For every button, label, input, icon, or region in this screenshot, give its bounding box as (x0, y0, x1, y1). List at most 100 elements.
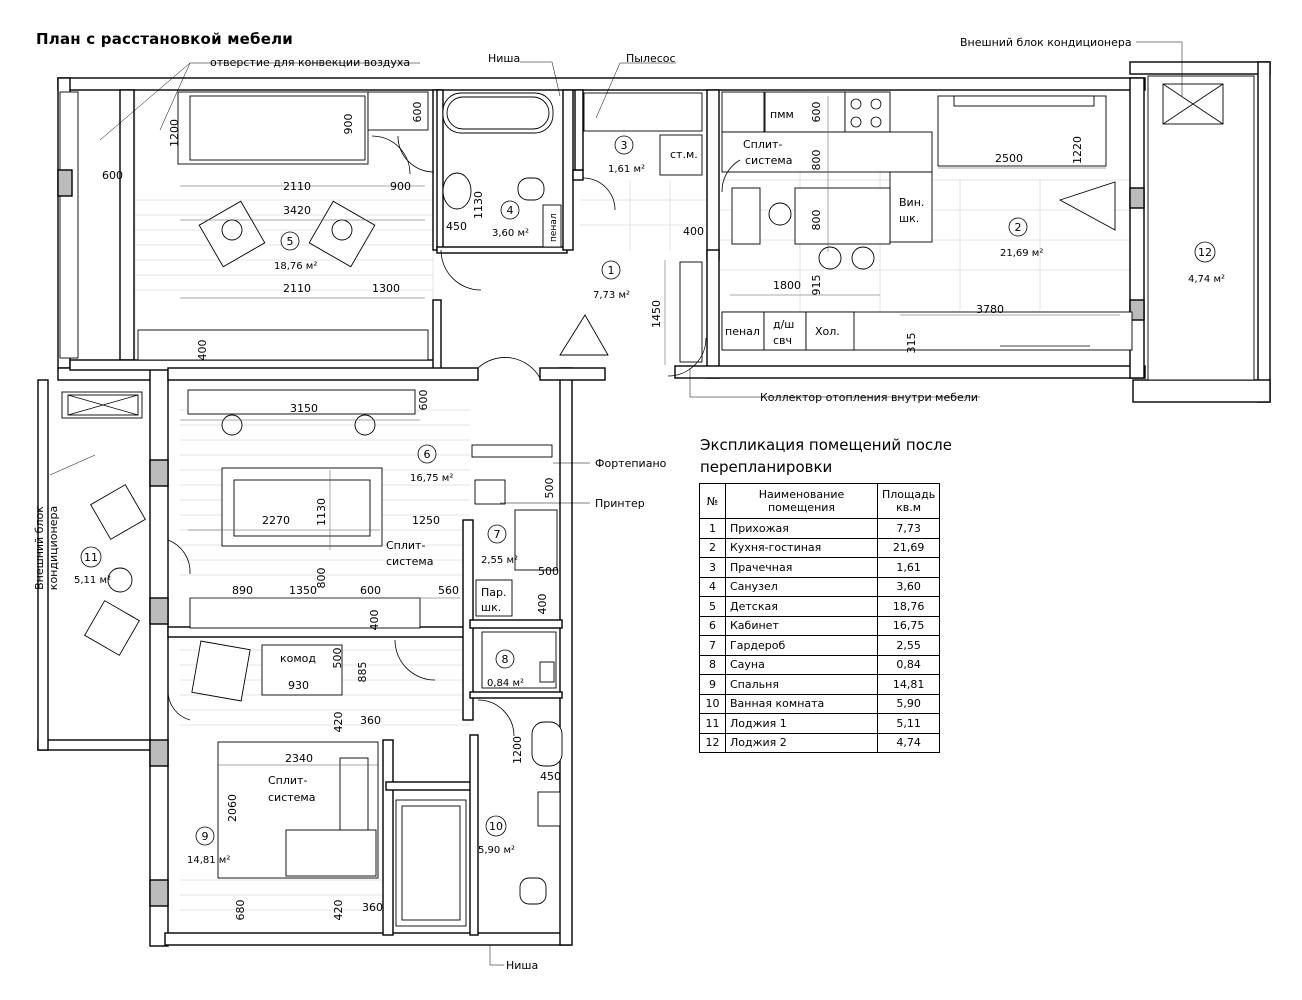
room-number: 8 (502, 653, 509, 666)
niche-bottom-callout: Ниша (506, 959, 538, 972)
dim-600e: 600 (360, 584, 381, 597)
dim-2340: 2340 (285, 752, 313, 765)
room-tag-5: 5 18,76 м² (274, 231, 317, 272)
row-area: 21,69 (876, 537, 941, 558)
room-number: 9 (202, 830, 209, 843)
room-tags: 1 7,73 м² 2 21,69 м² 3 1,61 м² 4 3,60 м²… (74, 135, 1225, 866)
room-tag-6: 6 16,75 м² (410, 444, 453, 484)
wine-cabinet-label-1: Вин. (899, 196, 924, 209)
room-tag-9: 9 14,81 м² (187, 826, 230, 866)
furniture (61, 83, 1224, 927)
dishwasher-label: пмм (770, 108, 794, 121)
row-name: Лоджия 1 (725, 713, 878, 734)
room-tag-7: 7 2,55 м² (481, 524, 518, 566)
dim-885: 885 (356, 662, 369, 683)
split-system-kitchen-label-2: система (745, 154, 792, 167)
dresser-label: комод (280, 652, 316, 665)
dim-600a: 600 (411, 102, 424, 123)
explication-title: Экспликация помещений после перепланиров… (700, 434, 960, 478)
row-num: 3 (699, 557, 726, 578)
row-num: 7 (699, 635, 726, 656)
room-tag-8: 8 0,84 м² (487, 649, 524, 689)
room-area: 1,61 м² (608, 164, 645, 175)
dim-1450: 1450 (650, 300, 663, 328)
room-area: 21,69 м² (1000, 248, 1043, 259)
room-tag-3: 3 1,61 м² (608, 135, 645, 175)
wine-cabinet-label-2: шк. (899, 212, 919, 225)
room-area: 5,11 м² (74, 575, 111, 586)
room-area: 2,55 м² (481, 555, 518, 566)
row-area: 14,81 (876, 674, 941, 695)
row-name: Кухня-гостиная (725, 537, 878, 558)
piano-callout: Фортепиано (595, 457, 667, 470)
room-number: 6 (424, 448, 431, 461)
fridge-label: Хол. (815, 325, 840, 338)
row-area: 7,73 (876, 518, 941, 539)
row-name: Санузел (725, 576, 878, 597)
dim-1130b: 1130 (315, 498, 328, 526)
dim-400a: 400 (196, 340, 209, 361)
bath-pencil-case-label: пенал (549, 213, 559, 242)
room-number: 4 (507, 204, 514, 217)
plan-title: План с расстановкой мебели (36, 30, 293, 48)
row-num: 8 (699, 654, 726, 675)
room-tag-2: 2 21,69 м² (1000, 217, 1043, 259)
room-area: 4,74 м² (1188, 274, 1225, 285)
header-name-line-1: Наименование (758, 488, 845, 501)
room-number: 7 (494, 528, 501, 541)
dim-500b: 500 (538, 565, 559, 578)
dim-500a: 500 (543, 478, 556, 499)
kitchen-pencil-case-label: пенал (725, 325, 760, 338)
dim-450a: 450 (446, 220, 467, 233)
dim-3780: 3780 (976, 303, 1004, 316)
row-area: 5,90 (876, 693, 941, 714)
row-num: 10 (699, 693, 726, 714)
row-area: 2,55 (876, 635, 941, 656)
row-num: 5 (699, 596, 726, 617)
dim-800a: 800 (810, 150, 823, 171)
explication-title-line-1: Экспликация помещений после (700, 436, 952, 454)
row-area: 1,61 (876, 557, 941, 578)
row-num: 4 (699, 576, 726, 597)
dim-1800: 1800 (773, 279, 801, 292)
dim-360a: 360 (360, 714, 381, 727)
dim-1130a: 1130 (472, 191, 485, 219)
dimension-lines (180, 96, 1120, 766)
row-num: 2 (699, 537, 726, 558)
room-area: 14,81 м² (187, 855, 230, 866)
dim-900b: 900 (390, 180, 411, 193)
ac-outdoor-top-callout: Внешний блок кондиционера (960, 36, 1132, 49)
dim-3420: 3420 (283, 204, 311, 217)
ac-outdoor-left-callout-1: Внешний блок (33, 506, 46, 590)
header-area-line-1: Площадь (882, 488, 936, 501)
split-system-office-label-1: Сплит- (386, 539, 425, 552)
dim-900a: 900 (342, 114, 355, 135)
room-number: 3 (621, 139, 628, 152)
dim-420a: 420 (332, 712, 345, 733)
vacuum-callout: Пылесос (626, 52, 676, 65)
split-system-bedroom-label-1: Сплит- (268, 774, 307, 787)
dim-600c: 600 (810, 102, 823, 123)
steam-cabinet-label-2: шк. (481, 601, 501, 614)
dim-450b: 450 (540, 770, 561, 783)
dim-600d: 600 (417, 390, 430, 411)
row-name: Ванная комната (725, 693, 878, 714)
callout-leaders (49, 41, 1183, 966)
dim-420b: 420 (332, 900, 345, 921)
room-number: 12 (1198, 246, 1212, 259)
dim-915: 915 (810, 275, 823, 296)
row-num: 12 (699, 732, 726, 753)
room-tag-11: 11 5,11 м² (74, 546, 111, 586)
door-swings (167, 135, 741, 737)
dim-1200a: 1200 (168, 119, 181, 147)
